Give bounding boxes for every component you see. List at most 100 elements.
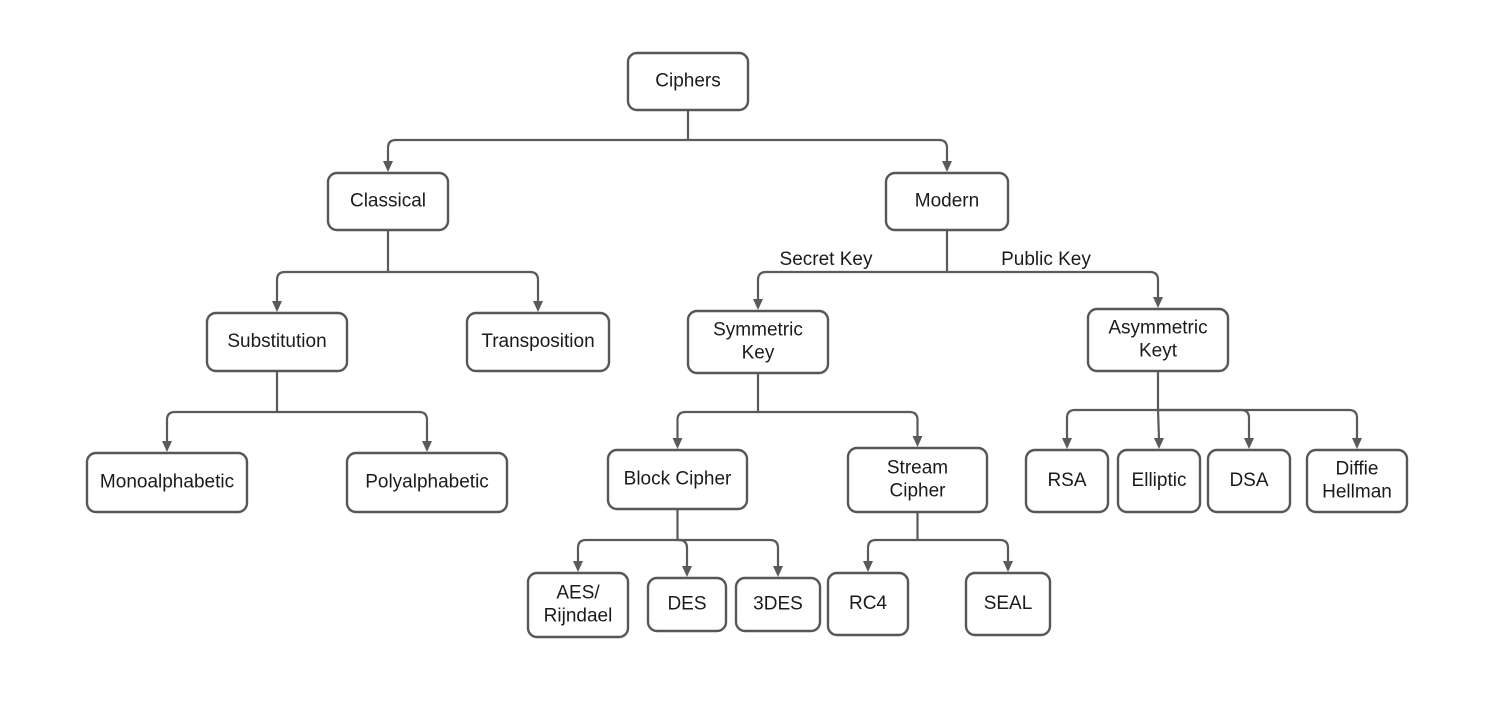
- node-box[interactable]: [1206, 448, 1292, 514]
- arrow-head-icon: [773, 566, 783, 577]
- node-label: RSA: [1047, 470, 1086, 491]
- node-label: Monoalphabetic: [100, 472, 234, 493]
- edge-stream-to-seal: [917, 538, 1013, 572]
- node-label: DES: [667, 594, 706, 615]
- edge-line: [917, 538, 1010, 562]
- node-label: Polyalphabetic: [365, 472, 489, 493]
- node-box[interactable]: [734, 576, 822, 633]
- node-box[interactable]: [1116, 448, 1202, 514]
- node-classical[interactable]: Classical: [326, 171, 450, 232]
- node-box[interactable]: [846, 446, 989, 514]
- node-box[interactable]: [1086, 307, 1230, 373]
- arrow-head-icon: [753, 299, 763, 310]
- node-label: 3DES: [753, 594, 803, 615]
- edge-modern-to-symmetric: [753, 270, 947, 310]
- node-aes[interactable]: AES/Rijndael: [526, 571, 630, 639]
- node-substitution[interactable]: Substitution: [205, 311, 349, 373]
- node-box[interactable]: [826, 571, 910, 637]
- node-modern[interactable]: Modern: [884, 171, 1010, 232]
- edge-classical-to-transposition: [388, 270, 543, 312]
- edge-asymmetric-to-elliptic: [1154, 409, 1164, 449]
- edge-line: [1158, 408, 1359, 439]
- node-label: Hellman: [1322, 482, 1392, 503]
- arrow-head-icon: [573, 561, 583, 572]
- edge-line: [1158, 408, 1251, 439]
- edge-line: [576, 538, 678, 562]
- node-box[interactable]: [1024, 448, 1110, 514]
- node-label: Asymmetric: [1108, 318, 1207, 339]
- edge-substitution-to-mono: [162, 410, 277, 452]
- arrow-head-icon: [162, 441, 172, 452]
- node-block[interactable]: Block Cipher: [606, 448, 749, 511]
- node-label: Diffie: [1336, 459, 1379, 480]
- arrow-head-icon: [1153, 297, 1163, 308]
- node-label: Ciphers: [655, 71, 720, 92]
- node-box[interactable]: [465, 311, 611, 373]
- node-rc4[interactable]: RC4: [826, 571, 910, 637]
- node-box[interactable]: [85, 451, 249, 514]
- node-des[interactable]: DES: [646, 576, 728, 633]
- arrow-head-icon: [1244, 438, 1254, 449]
- node-des3[interactable]: 3DES: [734, 576, 822, 633]
- edge-line: [866, 538, 918, 562]
- edges-layer: [162, 110, 1362, 577]
- public-key-label: Public Key: [1001, 249, 1091, 270]
- node-label: SEAL: [984, 593, 1033, 614]
- edge-block-to-aes: [573, 538, 678, 572]
- node-label: Transposition: [481, 331, 594, 352]
- edge-line: [688, 138, 949, 162]
- node-box[interactable]: [345, 451, 509, 514]
- node-box[interactable]: [686, 309, 830, 375]
- arrow-head-icon: [1003, 561, 1013, 572]
- arrow-head-icon: [863, 561, 873, 572]
- node-rsa[interactable]: RSA: [1024, 448, 1110, 514]
- edge-symmetric-to-block: [672, 410, 758, 449]
- node-ciphers[interactable]: Ciphers: [626, 51, 750, 112]
- arrow-head-icon: [422, 441, 432, 452]
- node-box[interactable]: [964, 571, 1052, 637]
- edge-stream-to-rc4: [863, 538, 918, 572]
- node-transposition[interactable]: Transposition: [465, 311, 611, 373]
- node-box[interactable]: [646, 576, 728, 633]
- edge-ciphers-to-modern: [688, 138, 952, 172]
- edge-line: [677, 538, 689, 567]
- edge-ciphers-to-classical: [383, 138, 688, 172]
- node-label: Modern: [915, 191, 979, 212]
- node-label: Key: [742, 343, 775, 364]
- node-box[interactable]: [626, 51, 750, 112]
- node-box[interactable]: [326, 171, 450, 232]
- edge-modern-to-asymmetric: [947, 270, 1163, 308]
- node-seal[interactable]: SEAL: [964, 571, 1052, 637]
- arrow-head-icon: [533, 301, 543, 312]
- edge-line: [1065, 408, 1158, 439]
- node-box[interactable]: [205, 311, 349, 373]
- node-box[interactable]: [526, 571, 630, 639]
- arrow-head-icon: [383, 161, 393, 172]
- node-poly[interactable]: Polyalphabetic: [345, 451, 509, 514]
- edge-line: [677, 538, 780, 567]
- node-mono[interactable]: Monoalphabetic: [85, 451, 249, 514]
- edge-line: [275, 270, 388, 302]
- edge-asymmetric-to-dsa: [1158, 408, 1254, 449]
- node-box[interactable]: [1305, 448, 1409, 514]
- edge-line: [388, 270, 540, 302]
- node-label: Cipher: [890, 481, 947, 502]
- edge-line: [756, 270, 947, 300]
- arrow-head-icon: [1352, 438, 1362, 449]
- node-elliptic[interactable]: Elliptic: [1116, 448, 1202, 514]
- edge-line: [165, 410, 277, 442]
- node-box[interactable]: [884, 171, 1010, 232]
- edge-block-to-des3: [677, 538, 783, 577]
- node-box[interactable]: [606, 448, 749, 511]
- arrow-head-icon: [942, 161, 952, 172]
- node-label: Substitution: [227, 331, 326, 352]
- edge-line: [676, 410, 758, 439]
- node-dsa[interactable]: DSA: [1206, 448, 1292, 514]
